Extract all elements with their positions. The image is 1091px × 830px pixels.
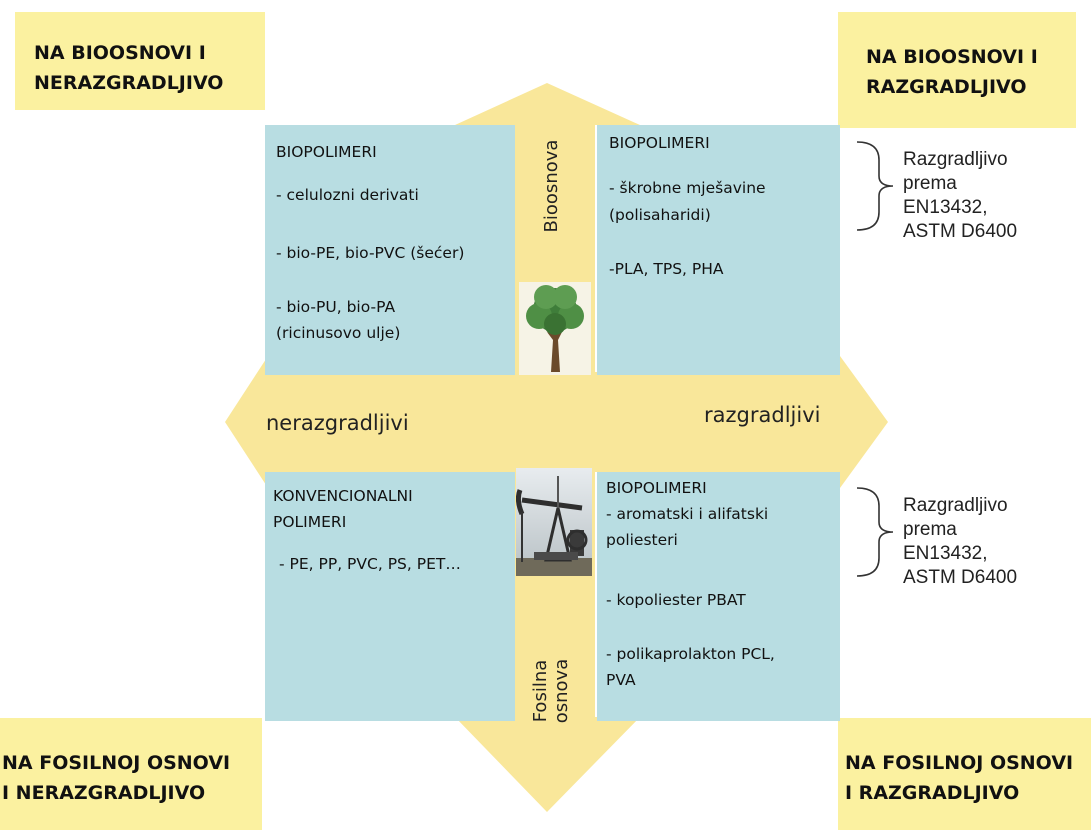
corner-label-bottom-right-line2: I RAZGRADLJIVO [845,782,1020,804]
note-line: Razgradljivo [903,495,1008,516]
axis-label-top: Bioosnova [541,139,562,233]
list-item: - celulozni derivati [276,186,419,204]
list-item: - kopoliester PBAT [606,591,746,609]
note-top-right: Razgradljivo prema EN13432, ASTM D6400 [903,148,1017,244]
corner-label-bottom-right: NA FOSILNOJ OSNOVI I RAZGRADLJIVO [838,718,1091,830]
list-item: (polisaharidi) [609,206,711,224]
quadrant-title: KONVENCIONALNI [273,487,413,505]
brace-bottom-right [856,487,894,577]
tree-icon [519,282,591,375]
axis-label-bottom-line1: Fosilna [530,659,551,723]
list-item: - škrobne mješavine [609,179,766,197]
list-item: - polikaprolakton PCL, [606,645,775,663]
quadrant-bottom-left: KONVENCIONALNI POLIMERI - PE, PP, PVC, P… [265,472,515,721]
list-item: - PE, PP, PVC, PS, PET… [279,555,461,573]
list-item: poliesteri [606,531,678,549]
note-line: prema [903,519,957,540]
note-line: prema [903,173,957,194]
list-item: - bio-PU, bio-PA [276,298,396,316]
corner-label-bottom-left: NA FOSILNOJ OSNOVI I NERAZGRADLJIVO [0,718,262,830]
corner-label-top-right-line1: NA BIOOSNOVI I [866,46,1038,68]
list-item: -PLA, TPS, PHA [609,260,724,278]
list-item: - aromatski i alifatski [606,505,769,523]
quadrant-top-left: BIOPOLIMERI - celulozni derivati - bio-P… [265,125,515,375]
note-line: ASTM D6400 [903,221,1018,242]
corner-label-top-left-line1: NA BIOOSNOVI I [34,42,206,64]
corner-label-top-left: NA BIOOSNOVI I NERAZGRADLJIVO [15,12,265,110]
corner-label-bottom-left-line2: I NERAZGRADLJIVO [2,782,206,804]
list-item: PVA [606,671,636,689]
list-item: - bio-PE, bio-PVC (šećer) [276,244,465,262]
axis-label-bottom-line2: osnova [551,658,572,724]
corner-label-top-right-line2: RAZGRADLJIVO [866,76,1027,98]
note-line: EN13432, [903,197,988,218]
list-item: (ricinusovo ulje) [276,324,401,342]
note-line: ASTM D6400 [903,567,1018,588]
brace-top-right [856,141,894,231]
quadrant-bottom-right: BIOPOLIMERI - aromatski i alifatski poli… [597,472,840,721]
note-line: EN13432, [903,543,988,564]
corner-label-bottom-left-line1: NA FOSILNOJ OSNOVI [2,752,231,774]
corner-label-bottom-right-line1: NA FOSILNOJ OSNOVI [845,752,1074,774]
horizontal-double-arrow [225,356,888,488]
oil-pump-icon [516,468,592,576]
corner-label-top-right: NA BIOOSNOVI I RAZGRADLJIVO [838,12,1076,128]
note-bottom-right: Razgradljivo prema EN13432, ASTM D6400 [903,494,1017,590]
axis-label-right: razgradljivi [704,403,821,427]
quadrant-title: BIOPOLIMERI [609,134,710,152]
note-line: Razgradljivo [903,149,1008,170]
axis-label-bottom: Fosilna osnova [530,651,574,731]
corner-label-top-left-line2: NERAZGRADLJIVO [34,72,224,94]
quadrant-top-right: BIOPOLIMERI - škrobne mješavine (polisah… [597,125,840,375]
quadrant-title: BIOPOLIMERI [276,143,377,161]
quadrant-title: POLIMERI [273,513,347,531]
axis-label-left: nerazgradljivi [266,411,409,435]
quadrant-title: BIOPOLIMERI [606,479,707,497]
